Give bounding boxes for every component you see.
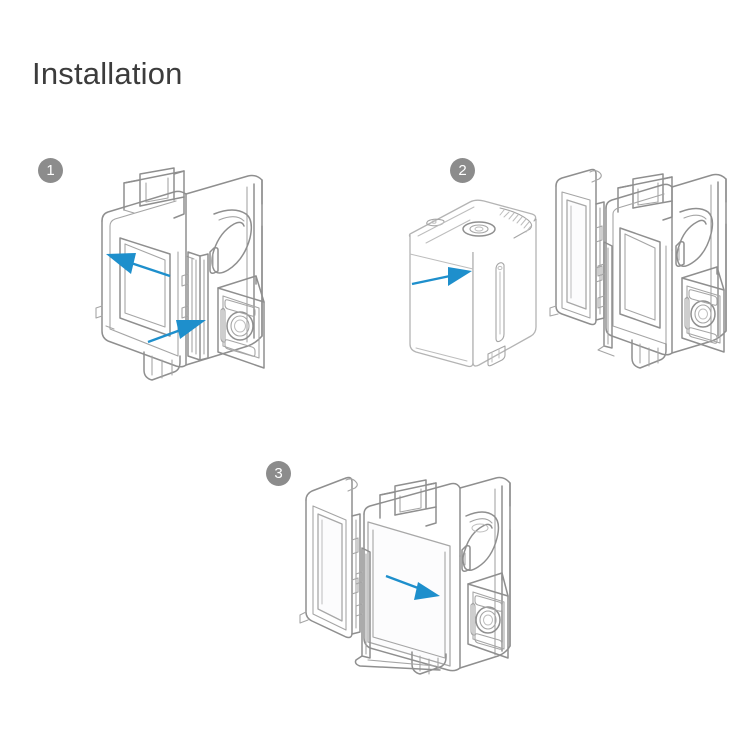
hinge-rail-group: [181, 251, 209, 361]
side-button-slots-2: [675, 241, 685, 267]
hinge-rail-group-3: [355, 547, 371, 659]
arrow-lower-left: [147, 320, 206, 344]
step-badge-3: 3: [266, 461, 291, 486]
step-badge-1: 1: [38, 158, 63, 183]
housing-back-door: [549, 168, 605, 326]
back-door-open-panel: [299, 476, 361, 639]
housing-frame-group: [597, 173, 727, 369]
tripod-mount-fingers-2: [631, 339, 667, 369]
side-button-slots: [209, 247, 219, 274]
housing-frame-group-3: [354, 476, 511, 675]
arrow-upper-left: [106, 253, 171, 278]
arrow-insert-right: [411, 267, 472, 286]
illustration-step-3: [290, 470, 570, 675]
latch-buckle-group-2: [617, 173, 673, 221]
hinge-rail-group-2: [597, 241, 613, 349]
arrow-close-right: [385, 574, 440, 600]
illustration-step-1: [88, 166, 303, 381]
page-title: Installation: [32, 56, 183, 91]
thumb-recess-group-3: [462, 511, 500, 571]
shutter-button: [462, 221, 496, 237]
lens-port-block-3: [467, 572, 509, 659]
lens-port-block: [217, 275, 265, 369]
bottom-latch-nub: [487, 345, 506, 367]
side-grille-strip: [495, 262, 505, 343]
illustration-step-2: [404, 168, 734, 403]
tripod-mount-fingers: [143, 351, 181, 381]
thumb-recess-group: [211, 209, 253, 274]
bottom-rail-detail: [95, 305, 115, 330]
camera-top-grille: [499, 207, 533, 239]
latch-buckle-group: [123, 167, 185, 219]
latch-buckle-group-3: [379, 479, 437, 527]
housing-shell-group: [101, 174, 263, 368]
camera-body-group: [408, 199, 537, 368]
step-badge-2: 2: [450, 158, 475, 183]
thumb-recess-group-2: [676, 207, 714, 267]
lens-port-block-2: [681, 266, 725, 353]
side-button-slots-3: [461, 545, 471, 572]
